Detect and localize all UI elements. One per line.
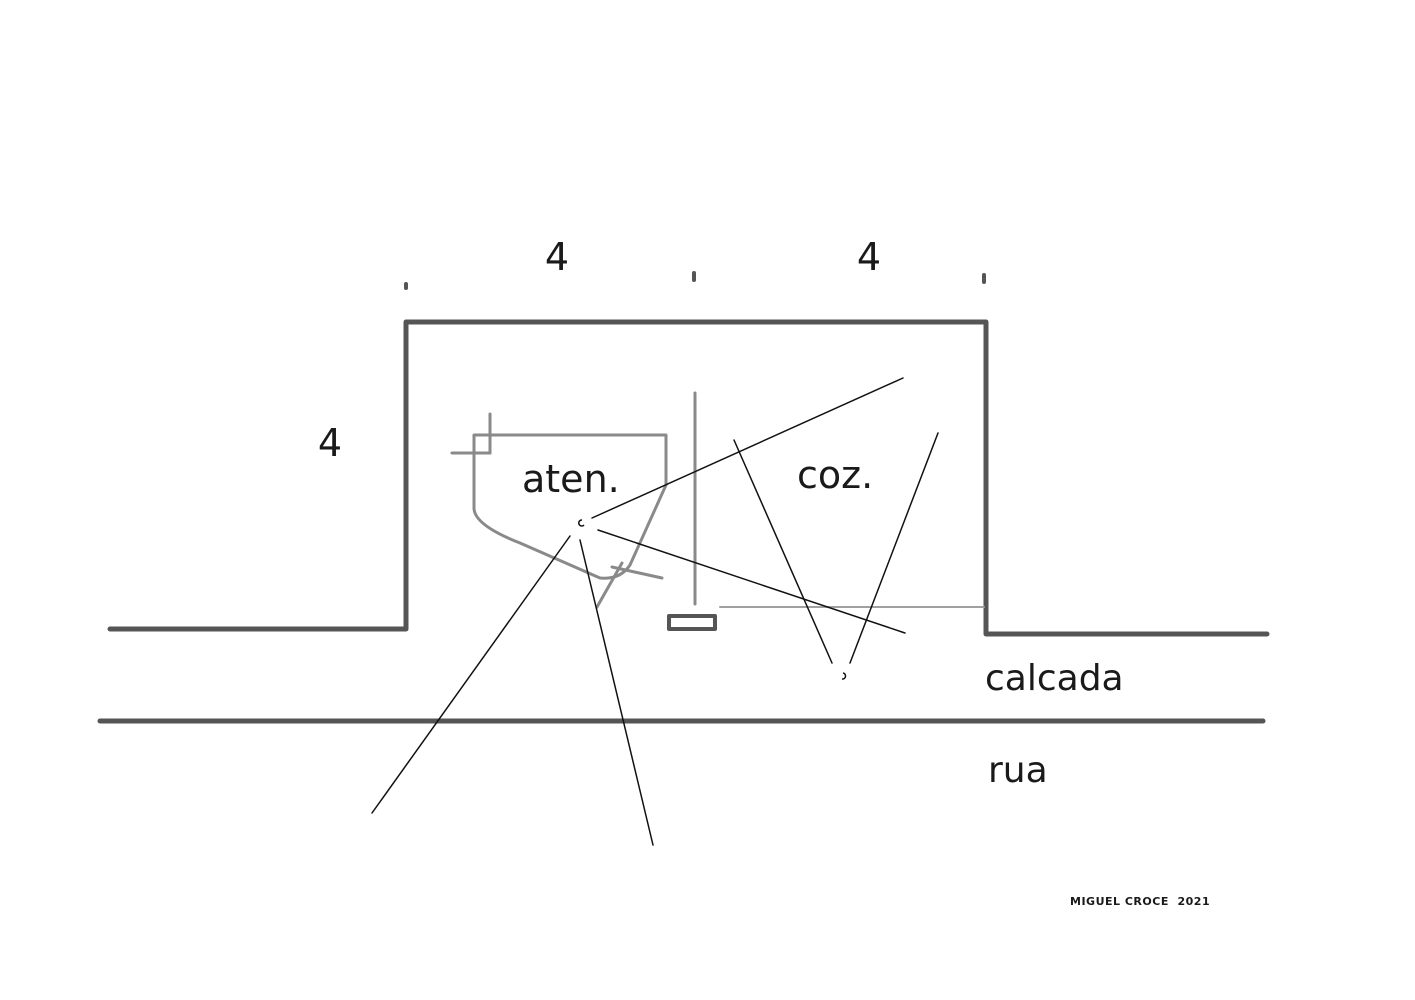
bench bbox=[667, 614, 717, 631]
dimension-ticks bbox=[404, 271, 986, 290]
kitchen-view-right bbox=[849, 432, 939, 664]
dimension-label-top-right: 4 bbox=[857, 235, 881, 279]
kitchen-view-left bbox=[733, 439, 833, 664]
zone-label-sidewalk: calcada bbox=[985, 658, 1124, 699]
sightline-to-right bbox=[597, 529, 906, 634]
zone-label-street: rua bbox=[988, 750, 1048, 791]
viewpoints bbox=[578, 519, 847, 680]
author-signature: MIGUEL CROCE 2021 bbox=[1070, 895, 1210, 908]
room-label-atendimento: aten. bbox=[522, 457, 620, 501]
zone-labels: calcada rua bbox=[985, 658, 1124, 791]
viewpoint-sidewalk bbox=[841, 672, 847, 680]
building-outline bbox=[107, 319, 1270, 637]
sightline-to-bottom bbox=[579, 539, 654, 846]
dimension-label-top-left: 4 bbox=[545, 235, 569, 279]
room-label-cozinha: coz. bbox=[797, 453, 873, 497]
service-counter bbox=[472, 433, 668, 580]
dimension-labels: 4 4 4 bbox=[318, 235, 881, 465]
room-labels: aten. coz. bbox=[522, 453, 873, 501]
sightline-to-bottom-left bbox=[371, 535, 571, 814]
sightlines bbox=[371, 377, 939, 846]
sightline-to-top-right bbox=[591, 377, 904, 519]
dimension-label-left: 4 bbox=[318, 421, 342, 465]
walls bbox=[97, 319, 1270, 724]
counter-end-diag bbox=[595, 561, 624, 609]
viewpoint-counter bbox=[578, 519, 585, 527]
furniture bbox=[450, 391, 985, 631]
